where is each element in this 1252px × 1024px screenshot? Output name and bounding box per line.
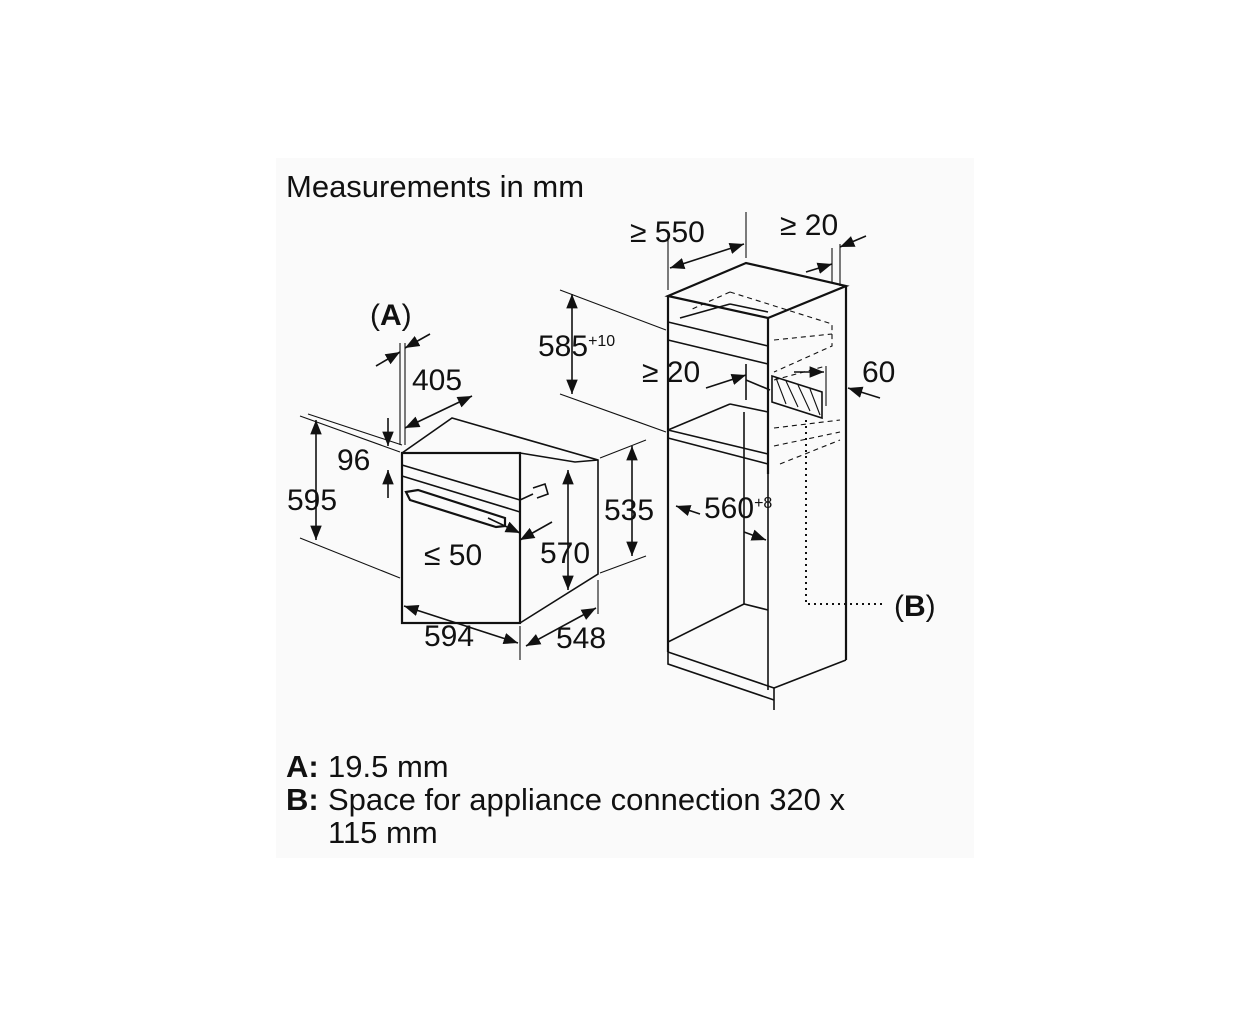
dim-oven-clearance: ≤ 50	[424, 539, 482, 572]
dim-niche-height: 585+10	[538, 330, 615, 363]
dim-vent: 60	[862, 356, 895, 389]
dim-oven-width: 594	[424, 620, 474, 653]
marker-b: (B)	[894, 590, 936, 623]
legend-text: 19.5 mm	[328, 749, 449, 784]
legend-text: Space for appliance connection 320 x 115…	[328, 782, 846, 850]
legend: A: 19.5 mm B: Space for appliance connec…	[286, 750, 888, 849]
oven-dimensions	[299, 333, 647, 660]
dim-cabinet-depth: ≥ 550	[630, 216, 705, 249]
diagram-background	[276, 158, 974, 858]
dim-shelf-gap: ≥ 20	[642, 356, 700, 389]
dim-oven-side-height: 535	[604, 494, 654, 527]
cabinet-drawing	[664, 261, 850, 710]
marker-a: (A)	[370, 299, 412, 332]
dim-cabinet-back-gap: ≥ 20	[780, 209, 838, 242]
dim-oven-inner-height: 570	[540, 537, 590, 570]
dim-a-depth: 405	[412, 364, 462, 397]
title: Measurements in mm	[286, 169, 584, 204]
legend-key: B:	[286, 782, 319, 817]
legend-row-a: A: 19.5 mm	[286, 750, 888, 783]
legend-row-b: B: Space for appliance connection 320 x …	[286, 783, 888, 849]
dim-oven-depth: 548	[556, 622, 606, 655]
cabinet-dimensions	[559, 212, 884, 605]
dim-niche-width: 560+8	[704, 492, 772, 525]
legend-key: A:	[286, 749, 319, 784]
dim-oven-height: 595	[287, 484, 337, 517]
dim-oven-top: 96	[337, 444, 370, 477]
